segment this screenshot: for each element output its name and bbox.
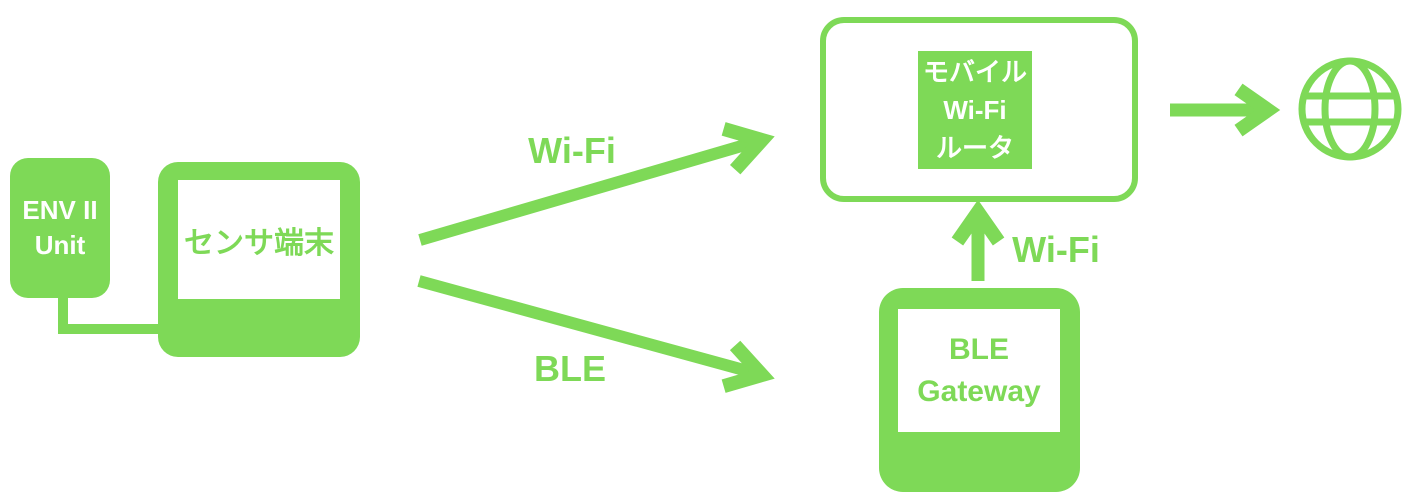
ble-gateway-node: BLE Gateway [879, 288, 1080, 492]
router-label-line2: Wi-Fi [943, 95, 1007, 125]
sensor-terminal-node: センサ端末 [158, 162, 360, 357]
sensor-terminal-screen: センサ端末 [178, 180, 340, 299]
arrow-router-to-internet [1170, 83, 1281, 137]
mobile-wifi-router-body: モバイル Wi-Fi ルータ [918, 51, 1032, 169]
globe-icon [1298, 57, 1402, 161]
router-label-line3: ルータ [935, 133, 1014, 163]
ble-gateway-screen: BLE Gateway [898, 309, 1060, 432]
gateway-label-line2: Gateway [917, 374, 1041, 408]
ble-arrow-sensor-to-gateway [417, 275, 775, 393]
env-unit-node: ENV II Unit [10, 158, 110, 298]
gateway-label-line1: BLE [949, 332, 1009, 366]
env-unit-label-line1: ENV II [22, 195, 98, 225]
mobile-wifi-router-node: モバイル Wi-Fi ルータ [820, 17, 1138, 202]
env-unit-label-line2: Unit [34, 230, 86, 260]
env-unit-connector [58, 296, 165, 334]
sensor-terminal-label: センサ端末 [184, 226, 334, 260]
router-label-line1: モバイル [922, 57, 1027, 87]
wifi-arrow-gateway-to-router [951, 199, 1005, 281]
ble-edge-label: BLE [534, 348, 606, 389]
wifi-edge-label-side: Wi-Fi [1012, 229, 1100, 270]
wifi-edge-label-top: Wi-Fi [528, 130, 616, 171]
wifi-arrow-sensor-to-router [418, 122, 775, 246]
